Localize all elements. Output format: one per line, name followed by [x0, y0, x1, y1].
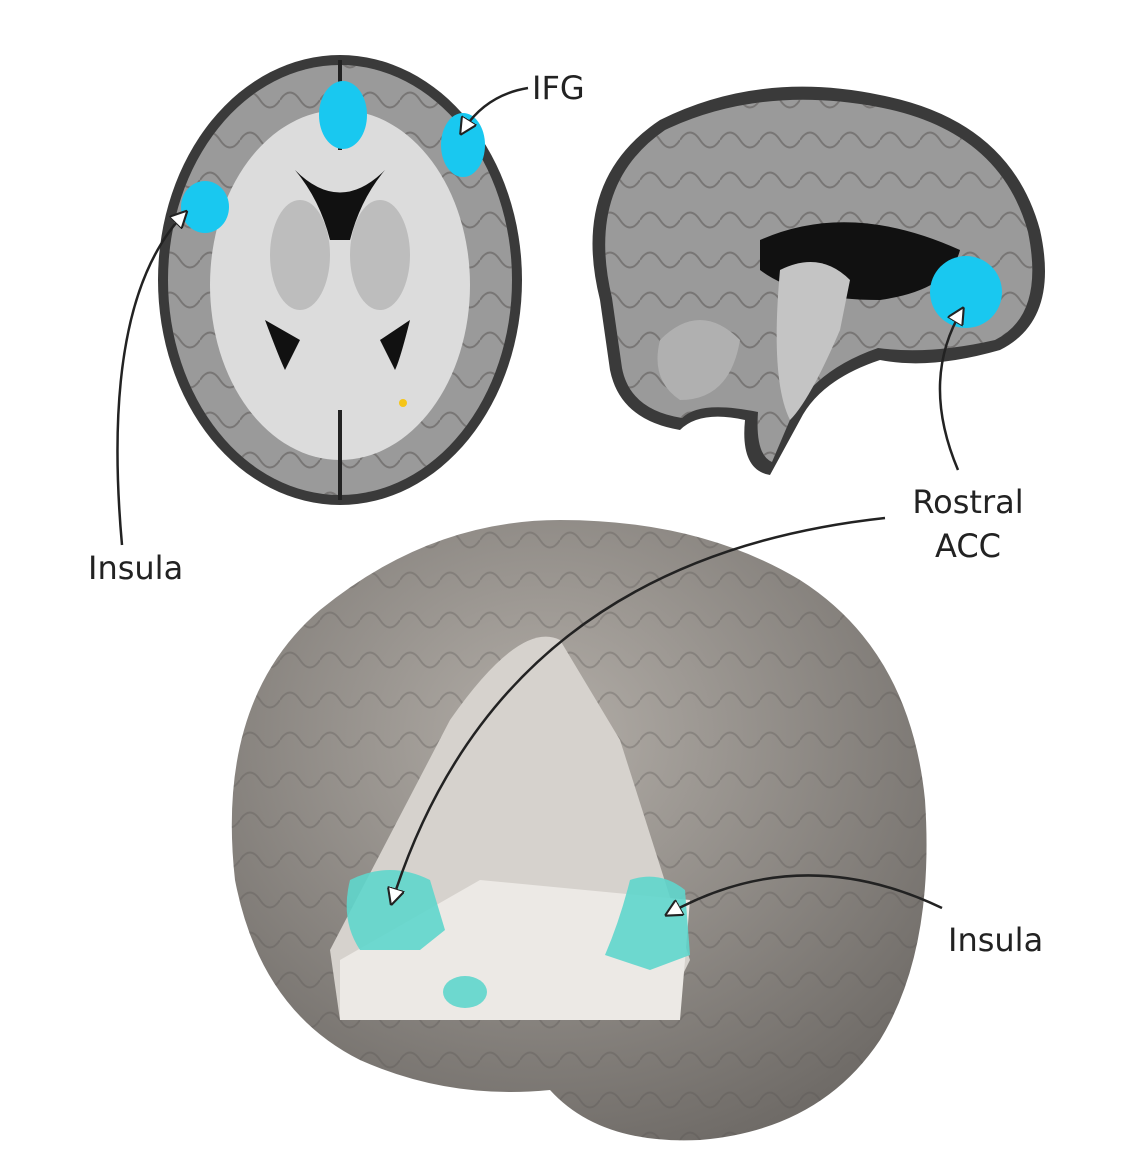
arrow-insula-3d	[668, 874, 943, 914]
activation-yellow-spot	[399, 399, 407, 407]
label-ifg: IFG	[532, 69, 585, 107]
activation-subgenual-3d	[443, 976, 487, 1008]
3d-brain-render	[231, 520, 927, 1141]
arrow-ifg	[462, 86, 529, 132]
activation-rostral-acc-sagittal	[930, 256, 1002, 328]
label-insula-3d: Insula	[948, 921, 1044, 959]
label-rostral-acc-line1: Rostral	[912, 483, 1024, 521]
axial-brain-slice	[158, 55, 522, 505]
activation-ifg	[441, 113, 485, 177]
activation-insula-axial	[181, 181, 229, 233]
arrow-insula-axial	[116, 213, 185, 546]
activation-rostral-acc-3d	[346, 870, 445, 950]
arrow-rostral-acc-3d	[392, 516, 886, 902]
activation-medial-frontal	[319, 81, 367, 149]
sagittal-brain-slice	[592, 86, 1045, 476]
arrow-rostral-acc-sagittal	[938, 310, 962, 471]
label-rostral-acc-line2: ACC	[934, 527, 1001, 565]
label-insula-axial: Insula	[88, 549, 184, 587]
label-rostral-acc: Rostral ACC	[900, 480, 1036, 568]
